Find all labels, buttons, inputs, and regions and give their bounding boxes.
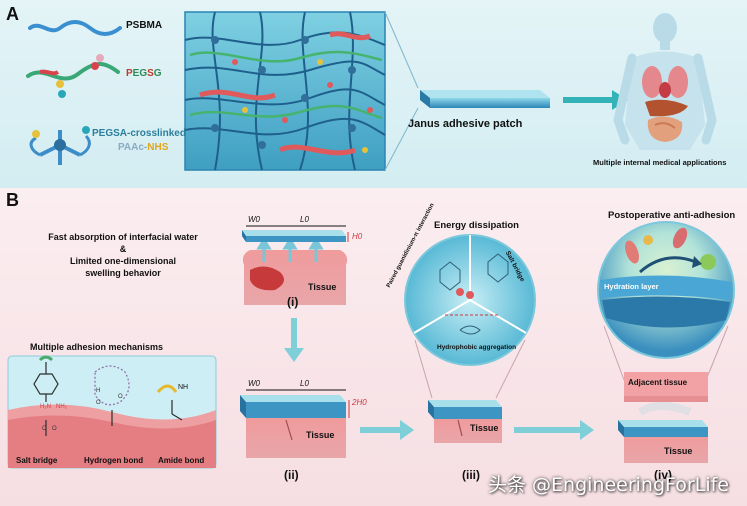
label-part: S [147, 68, 154, 79]
stage-i-label: (i) [287, 295, 299, 309]
bond-hydrogen: Hydrogen bond [84, 456, 144, 465]
energy-dissipation-circle [404, 234, 536, 366]
water-absorption-line1: Fast absorption of interfacial water [48, 232, 198, 242]
label-part: PAAc- [118, 142, 148, 153]
paac-nhs-label: PAAc-NHS [118, 142, 168, 153]
stage-i-h0-label: H0 [352, 232, 363, 241]
water-absorption-line3: Limited one-dimensional [69, 256, 176, 266]
stage-iv-label: (iv) [654, 468, 672, 482]
svg-text:H: H [96, 388, 100, 394]
janus-patch-label: Janus adhesive patch [408, 118, 523, 130]
stage-i-l0-label: L0 [300, 215, 309, 224]
anti-adhesion-circle [597, 221, 735, 359]
stage-ii-w0-label: W0 [248, 379, 260, 388]
energy-title: Energy dissipation [434, 220, 519, 231]
anti-adhesion-title: Postoperative anti-adhesion [608, 210, 736, 221]
bond-salt-bridge: Salt bridge [16, 456, 58, 465]
stage-ii-h0-label: 2H0 [352, 398, 367, 407]
label-part: NHS [147, 142, 169, 153]
psbma-chain-icon [28, 20, 122, 36]
svg-text:O: O [118, 394, 123, 400]
energy-sector-hydrophobic: Hydrophobic aggregation [437, 344, 517, 351]
stage-iii-label: (iii) [462, 468, 480, 482]
amide-nh-label: NH [178, 384, 189, 391]
pegsg-chain-icon [26, 54, 120, 98]
svg-text:NH₂: NH₂ [56, 404, 68, 410]
label-part: G [153, 68, 162, 79]
stage-iv-illustration [618, 372, 708, 463]
stage-i-illustration [242, 225, 349, 305]
svg-text:O: O [42, 426, 47, 432]
adjacent-tissue-label: Adjacent tissue [628, 378, 688, 387]
adhesion-title: Multiple adhesion mechanisms [30, 342, 164, 352]
panel-a-label: A [6, 4, 19, 24]
psbma-label: PSBMA [126, 20, 163, 31]
stage-ii-l0-label: L0 [300, 379, 309, 388]
human-body-illustration [613, 13, 717, 150]
svg-text:O: O [96, 400, 101, 406]
stage-ii-label: (ii) [284, 468, 299, 482]
pegsa-crosslinker-icon [29, 126, 91, 165]
label-part: P [126, 68, 133, 79]
stage-iii-tissue-label: Tissue [470, 423, 499, 433]
pegsg-label: PEGSG [126, 68, 162, 79]
hydration-layer-label: Hydration layer [604, 282, 659, 291]
stage-ii-tissue-label: Tissue [306, 430, 335, 440]
panel-b-graphics: H₂N NH₂ O O H O O [7, 221, 735, 469]
pegsa-label-line1: PEGSA-crosslinked [92, 128, 186, 139]
panel-a-graphics [26, 11, 717, 171]
stage-ii-illustration [240, 389, 350, 458]
water-absorption-line4: swelling behavior [85, 268, 161, 278]
janus-patch [420, 90, 550, 108]
hydrogel-network-block [184, 11, 386, 171]
panel-b-label: B [6, 190, 19, 210]
svg-text:H₂N: H₂N [40, 404, 51, 410]
stage-iv-tissue-label: Tissue [664, 446, 693, 456]
label-part: EG [132, 68, 148, 79]
stage-i-w0-label: W0 [248, 215, 260, 224]
water-absorption-line2: & [119, 244, 127, 254]
stage-iii-illustration [428, 400, 502, 443]
watermark: 头条 @EngineeringForLife [488, 474, 729, 496]
adhesion-mechanism-box: H₂N NH₂ O O H O O [7, 355, 217, 469]
svg-text:O: O [52, 426, 57, 432]
stage-i-tissue-label: Tissue [308, 282, 337, 292]
bond-amide: Amide bond [158, 456, 205, 465]
application-label: Multiple internal medical applications [593, 158, 727, 167]
